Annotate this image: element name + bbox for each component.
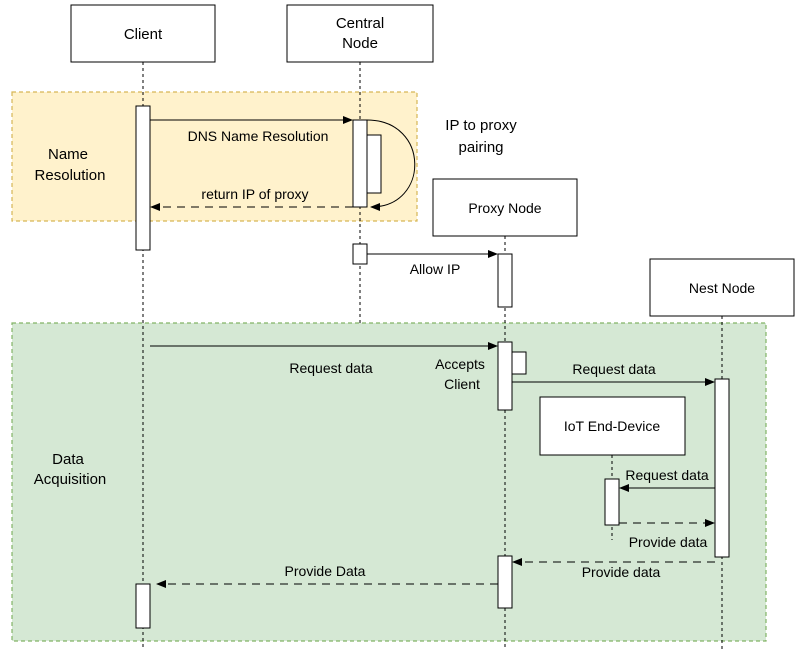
accepts-label-line2: Client [444, 376, 480, 392]
name-resolution-label-line1: Name [48, 146, 88, 163]
central-activation-1 [352, 119, 368, 208]
central-self-activation [366, 134, 382, 194]
allow-ip-label: Allow IP [410, 261, 461, 277]
proxy-activation-2 [497, 341, 513, 411]
central-node-label-line1: Central [336, 15, 384, 32]
central-activation-2 [352, 243, 368, 265]
nest-node-label: Nest Node [689, 280, 755, 296]
data-acquisition-label-line1: Data [52, 451, 84, 468]
nest-to-proxy-label: Provide data [582, 564, 661, 580]
return-ip-label: return IP of proxy [201, 186, 308, 202]
central-node-label-line2: Node [342, 35, 378, 52]
iot-activation [604, 478, 620, 526]
nest-activation [714, 378, 730, 558]
proxy-activation-1 [497, 253, 513, 308]
proxy-self-activation [511, 351, 527, 375]
pairing-label-line1: IP to proxy [445, 117, 517, 134]
proxy-to-client-label: Provide Data [285, 563, 366, 579]
accepts-label-line1: Accepts [435, 356, 485, 372]
nest-to-iot-label: Request data [625, 467, 708, 483]
pairing-label-line2: pairing [458, 139, 503, 156]
iot-to-nest-label: Provide data [629, 534, 708, 550]
name-resolution-label-line2: Resolution [35, 167, 106, 184]
client-participant: Client [70, 4, 216, 63]
nest-node-participant: Nest Node [649, 258, 795, 317]
proxy-activation-3 [497, 555, 513, 609]
proxy-to-nest-label: Request data [572, 361, 655, 377]
client-request-label: Request data [289, 360, 372, 376]
iot-device-label: IoT End-Device [564, 418, 660, 434]
dns-label: DNS Name Resolution [188, 128, 329, 144]
proxy-node-label: Proxy Node [468, 200, 541, 216]
data-acquisition-label-line2: Acquisition [34, 471, 107, 488]
client-activation-1 [135, 105, 151, 251]
client-activation-2 [135, 583, 151, 629]
iot-device-participant: IoT End-Device [539, 396, 686, 456]
pairing-arrow [366, 119, 416, 211]
central-node-participant: Central Node [286, 4, 434, 63]
proxy-node-participant: Proxy Node [432, 178, 578, 237]
name-resolution-region [11, 91, 418, 222]
client-label: Client [124, 26, 163, 43]
